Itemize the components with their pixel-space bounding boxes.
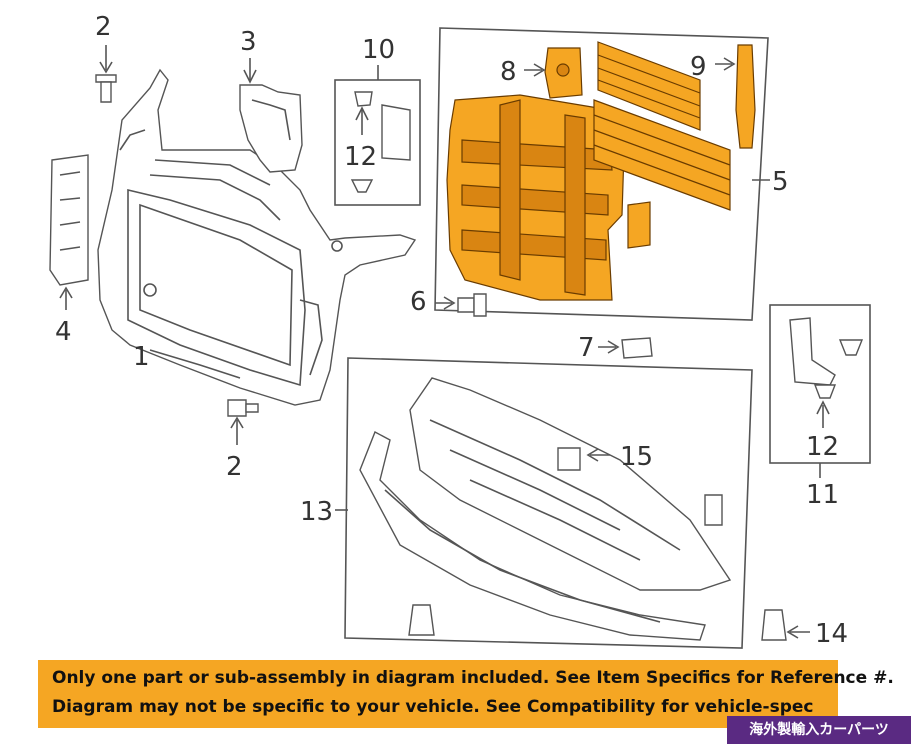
callout-5: 5 [772,167,789,197]
group-box-13 [335,357,753,649]
radiator-support-part-1 [97,68,417,406]
bolt-part-6 [435,293,487,317]
clip-part-7 [598,337,653,359]
callout-15: 15 [620,442,653,472]
callout-8: 8 [500,57,517,87]
seller-badge: 海外製輸入カーパーツ [727,716,911,744]
callout-7: 7 [578,333,595,363]
air-deflector [359,431,706,641]
callout-4: 4 [55,317,72,347]
push-pin-part-14 [761,609,810,641]
bracket-part-3 [239,58,303,173]
callout-2-bottom: 2 [226,452,243,482]
clip-part-15 [557,447,610,471]
clip-right [704,494,723,526]
group-box-5 [434,27,770,321]
callout-2-top: 2 [95,12,112,42]
bolt-part-2-top [95,45,117,103]
push-pin-left [408,604,435,636]
callout-11: 11 [806,480,839,510]
callout-3: 3 [240,27,257,57]
parts-diagram: 1 2 2 3 4 5 6 7 8 9 10 11 12 12 13 14 15 [49,12,871,649]
disclaimer-line-1: Only one part or sub-assembly in diagram… [52,668,894,688]
group-box-11 [769,304,871,478]
callout-6: 6 [410,287,427,317]
callout-12-left: 12 [344,142,377,172]
splash-shield [409,377,732,591]
actuator-part-8 [524,47,583,99]
callout-14: 14 [815,619,848,649]
callout-10: 10 [362,35,395,65]
shutter-louvers [593,41,731,211]
side-seal-part-4 [49,154,89,310]
grille-shutter-part-5 [446,94,651,301]
callout-13: 13 [300,497,333,527]
bolt-part-2-bottom [227,399,259,445]
bracket-part-9 [715,44,756,149]
disclaimer-line-2: Diagram may not be specific to your vehi… [52,697,814,717]
callout-9: 9 [690,52,707,82]
callout-1: 1 [133,342,150,372]
callout-12-right: 12 [806,432,839,462]
disclaimer-banner: Only one part or sub-assembly in diagram… [38,660,894,728]
group-box-10 [334,65,421,206]
